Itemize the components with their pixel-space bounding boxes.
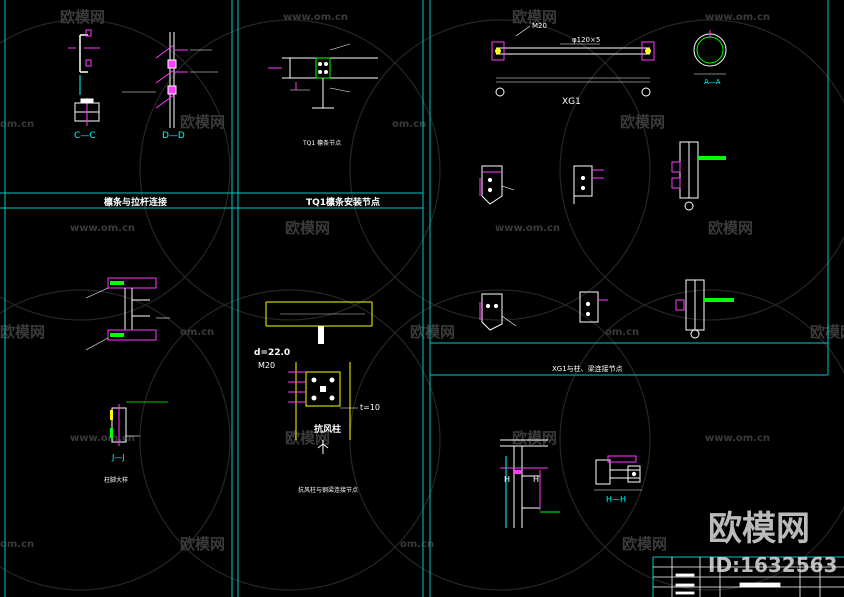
- watermark-brand: 欧模网: [0, 323, 45, 341]
- watermark-big-brand: 欧模网: [708, 509, 810, 549]
- label-xg1: XG1: [562, 97, 581, 107]
- watermark-brand: 欧模网: [60, 8, 105, 26]
- panel-title-xg1-connection: XG1与柱、梁连接节点: [552, 364, 623, 373]
- watermark-brand: 欧模网: [180, 113, 225, 131]
- panel-mid-center: [265, 301, 373, 454]
- panel-top-left: [68, 29, 218, 128]
- watermark-brand: 欧模网: [512, 8, 557, 26]
- mid-left-bottom-title: 柱脚大样: [104, 476, 128, 484]
- watermark-url: om.cn: [180, 327, 214, 338]
- watermark-brand: 欧模网: [512, 429, 557, 447]
- panel-right-top: [491, 25, 727, 97]
- section-label-jj: J—J: [111, 453, 125, 462]
- panel-title-tq1: TQ1檩条安装节点: [306, 196, 380, 208]
- watermark-url: www.om.cn: [705, 12, 770, 23]
- panel-mid-left: [85, 277, 170, 446]
- watermark-url: om.cn: [0, 539, 34, 550]
- watermark-brand: 欧模网: [620, 113, 665, 131]
- label-h-right: H: [533, 475, 539, 484]
- watermark-brand: 欧模网: [622, 535, 667, 553]
- panel-right-bottom: [500, 439, 642, 528]
- watermark-url: www.om.cn: [283, 12, 348, 23]
- watermark-text-layer: 欧模网 www.om.cn 欧模网 www.om.cn om.cn 欧模网 om…: [0, 8, 844, 553]
- top-mid-note: TQ1 檩条节点: [302, 139, 341, 147]
- watermark-brand: 欧模网: [410, 323, 455, 341]
- watermark-big: 欧模网 ID:1632563: [708, 509, 837, 577]
- watermark-url: www.om.cn: [495, 223, 560, 234]
- watermark-url: om.cn: [400, 539, 434, 550]
- label-t-10: t=10: [360, 403, 380, 412]
- label-wind-column: 抗风柱: [314, 423, 341, 435]
- mid-center-bottom-title: 抗风柱与钢梁连接节点: [298, 486, 358, 494]
- label-m20-top: M20: [532, 22, 547, 30]
- section-label-cc: C—C: [74, 131, 96, 141]
- watermark-id: ID:1632563: [708, 553, 837, 577]
- watermark-url: om.cn: [0, 119, 34, 130]
- label-h-left: H: [504, 475, 510, 484]
- watermark-url: om.cn: [392, 119, 426, 130]
- watermark-brand: 欧模网: [180, 535, 225, 553]
- section-label-dd: D—D: [162, 131, 185, 141]
- watermark-url: www.om.cn: [70, 433, 135, 444]
- panel-title-purlin-tie: 檩条与拉杆连接: [104, 196, 167, 208]
- title-block: [653, 557, 844, 597]
- watermark-brand: 欧模网: [708, 219, 753, 237]
- panel-top-mid: [268, 43, 378, 109]
- label-section-hh: H—H: [606, 495, 626, 504]
- label-pipe-size: φ120×5: [572, 36, 600, 44]
- panel-right-nodes: [479, 141, 734, 339]
- label-d-22: d=22.0: [254, 348, 290, 358]
- watermark-url: www.om.cn: [70, 223, 135, 234]
- watermark-url: www.om.cn: [705, 433, 770, 444]
- watermark-brand: 欧模网: [285, 219, 330, 237]
- label-m20-bolt: M20: [258, 361, 275, 370]
- watermark-brand: 欧模网: [810, 323, 844, 341]
- watermark-url: om.cn: [605, 327, 639, 338]
- label-section-aa: A—A: [704, 78, 721, 86]
